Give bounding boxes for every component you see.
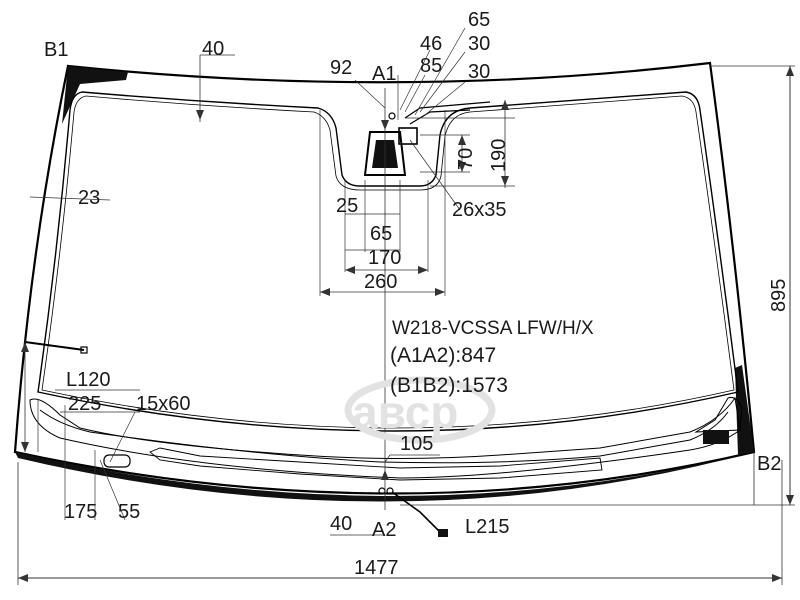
spec-b1b2: (B1B2):1573 — [390, 374, 508, 397]
point-label-a2: A2 — [372, 519, 396, 541]
dim-170: 170 — [368, 247, 401, 269]
point-label-b2: B2 — [757, 453, 781, 475]
dim-side-band: 23 — [78, 187, 100, 209]
dim-width-total: 1477 — [354, 557, 399, 579]
dim-l120: L120 — [66, 369, 111, 391]
inner-print-border — [37, 91, 739, 432]
sensor-bracket — [363, 131, 407, 176]
svg-text:aвср: aвср — [352, 386, 458, 438]
point-label-a1: A1 — [372, 63, 396, 85]
inner-print-border-2 — [41, 95, 735, 429]
dim-105: 105 — [400, 433, 433, 455]
corner-block-b2 — [735, 365, 754, 455]
sensor-cable-2 — [409, 109, 471, 125]
bottom-terminal-b — [386, 487, 394, 495]
dim-46: 46 — [420, 33, 442, 55]
heating-corner-right — [694, 397, 743, 433]
dim-225: 225 — [68, 393, 101, 415]
dim-85: 85 — [420, 55, 442, 77]
dim-65: 65 — [370, 223, 392, 245]
heating-pad-right — [703, 430, 729, 444]
point-label-b1: B1 — [44, 39, 68, 61]
dim-190: 190 — [488, 139, 510, 172]
sensor-cable — [404, 101, 491, 119]
dim-15x60: 15x60 — [136, 393, 191, 415]
sensor-lens — [388, 112, 396, 120]
dim-70: 70 — [455, 148, 477, 170]
sensor-box — [398, 127, 418, 145]
connector-15x60 — [103, 454, 131, 468]
dim-260: 260 — [364, 271, 397, 293]
dim-175: 175 — [64, 501, 97, 523]
spec-a1a2: (A1A2):847 — [390, 344, 496, 367]
dim-65-top: 65 — [468, 9, 490, 31]
dim-sensor-box: 26x35 — [452, 199, 507, 221]
dim-40-bottom: 40 — [330, 513, 352, 535]
dim-92: 92 — [330, 57, 352, 79]
windshield-outline — [13, 61, 756, 495]
lead-l215-plug — [438, 529, 448, 537]
dim-height-total: 895 — [768, 279, 790, 312]
heating-strip — [149, 447, 603, 481]
dim-55: 55 — [118, 501, 140, 523]
lead-l120 — [24, 341, 85, 351]
heating-grid-inner — [39, 409, 729, 464]
corner-block-b1 — [62, 66, 128, 124]
dim-l215: L215 — [465, 516, 510, 538]
lead-l215 — [391, 491, 441, 533]
lead-l120-terminal — [80, 346, 88, 354]
part-code: W218-VCSSA LFW/H/X — [392, 318, 594, 339]
dim-30-a: 30 — [468, 33, 490, 55]
dim-top-band: 40 — [202, 38, 224, 60]
watermark-logo: aвср — [344, 376, 496, 444]
dim-30-b: 30 — [468, 61, 490, 83]
dim-25: 25 — [336, 195, 358, 217]
windshield-bottom-edge — [15, 452, 754, 502]
